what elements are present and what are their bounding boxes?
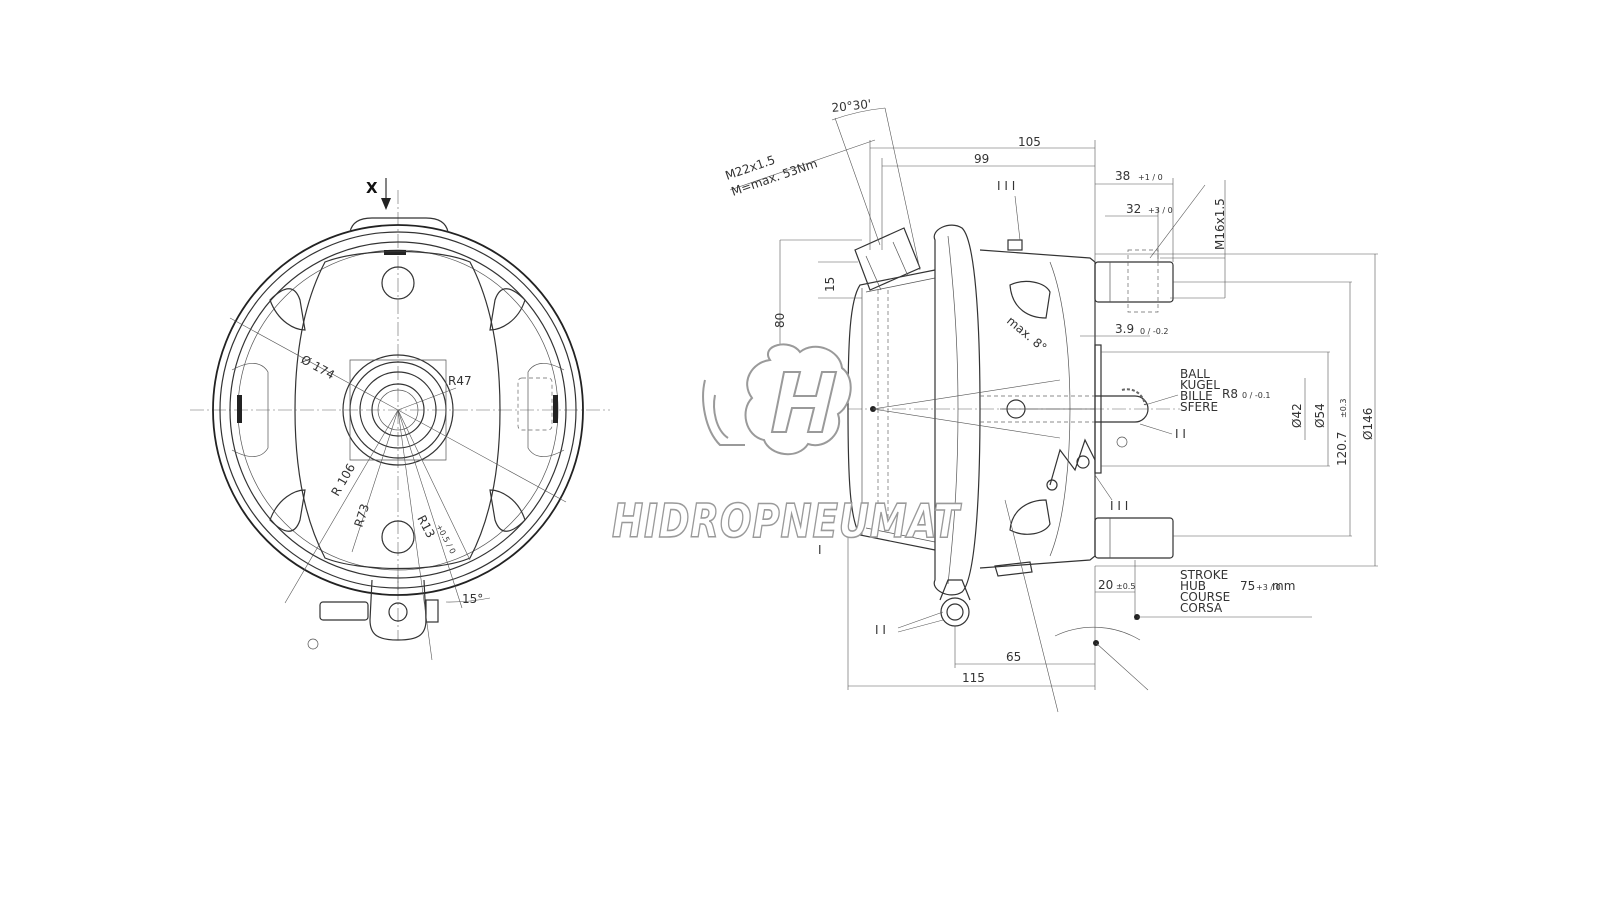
dim-d42: Ø42: [1290, 403, 1304, 428]
dim-r8: R8: [1222, 387, 1238, 401]
watermark-logo-icon: [702, 343, 852, 456]
dim-thread-stud: M16x1.5: [1213, 198, 1227, 250]
dim-3-9-tolerance: 0 / -0.2: [1140, 327, 1168, 336]
dim-32: 32: [1126, 202, 1141, 216]
view-arrow-label: X: [366, 179, 378, 197]
dim-d54: Ø54: [1313, 403, 1327, 428]
dim-20: 20: [1098, 578, 1113, 592]
dim-r13-tolerance: +0.5 / 0: [434, 523, 457, 556]
stroke-label-fr: COURSE: [1180, 590, 1230, 604]
ball-label-de: KUGEL: [1180, 378, 1220, 392]
dim-80: 80: [773, 313, 787, 328]
marker-iii-right: I I I: [1110, 499, 1128, 513]
stroke-value: 75: [1240, 579, 1255, 593]
dim-65: 65: [1006, 650, 1021, 664]
dim-32-tolerance: +3 / 0: [1148, 206, 1173, 215]
dim-angle-top: 20°30': [831, 97, 872, 115]
dim-max-angle: max. 8°: [1004, 314, 1049, 355]
dim-20-tolerance: ±0.5: [1116, 582, 1135, 591]
marker-iii-top: I I I: [997, 179, 1015, 193]
watermark: HIDROPNEUMAT: [611, 343, 962, 549]
dim-105: 105: [1018, 135, 1041, 149]
ball-label-en: BALL: [1180, 367, 1210, 381]
dim-r73: R73: [352, 502, 373, 529]
watermark-text: HIDROPNEUMAT: [612, 494, 962, 548]
dim-99: 99: [974, 152, 989, 166]
dim-angle-15: 15°: [462, 592, 483, 606]
stroke-label-it: CORSA: [1180, 601, 1223, 615]
dim-120-7-tolerance: ±0.3: [1339, 399, 1348, 418]
dim-38-tolerance: +1 / 0: [1138, 173, 1163, 182]
dim-r47: R47: [448, 374, 472, 388]
dim-diameter-174: Ø 174: [299, 352, 337, 382]
marker-ii-bottom: I I: [875, 623, 886, 637]
dim-115: 115: [962, 671, 985, 685]
dim-r8-tolerance: 0 / -0.1: [1242, 391, 1270, 400]
stroke-label-de: HUB: [1180, 579, 1206, 593]
dim-r106: R 106: [328, 461, 358, 498]
marker-i-left: I: [818, 543, 822, 557]
dim-3-9: 3.9: [1115, 322, 1134, 336]
front-view: X Ø 174 R47 R 106 R73 R13 +0.5 / 0 15°: [190, 178, 610, 661]
ball-label-fr: BILLE: [1180, 389, 1213, 403]
marker-ii-right: I I: [1175, 427, 1186, 441]
dim-38: 38: [1115, 169, 1130, 183]
stroke-unit: mm: [1272, 579, 1295, 593]
dim-d146: Ø146: [1361, 408, 1375, 440]
ball-label-it: SFERE: [1180, 400, 1218, 414]
dim-15: 15: [823, 277, 837, 292]
stroke-label-en: STROKE: [1180, 568, 1228, 582]
stroke-tolerance: +3 / 0: [1256, 583, 1281, 592]
side-view: 105 99 38 +1 / 0 32 +3 / 0 M16x1.5 20°30…: [723, 97, 1378, 713]
dim-120-7: 120.7: [1335, 432, 1349, 466]
